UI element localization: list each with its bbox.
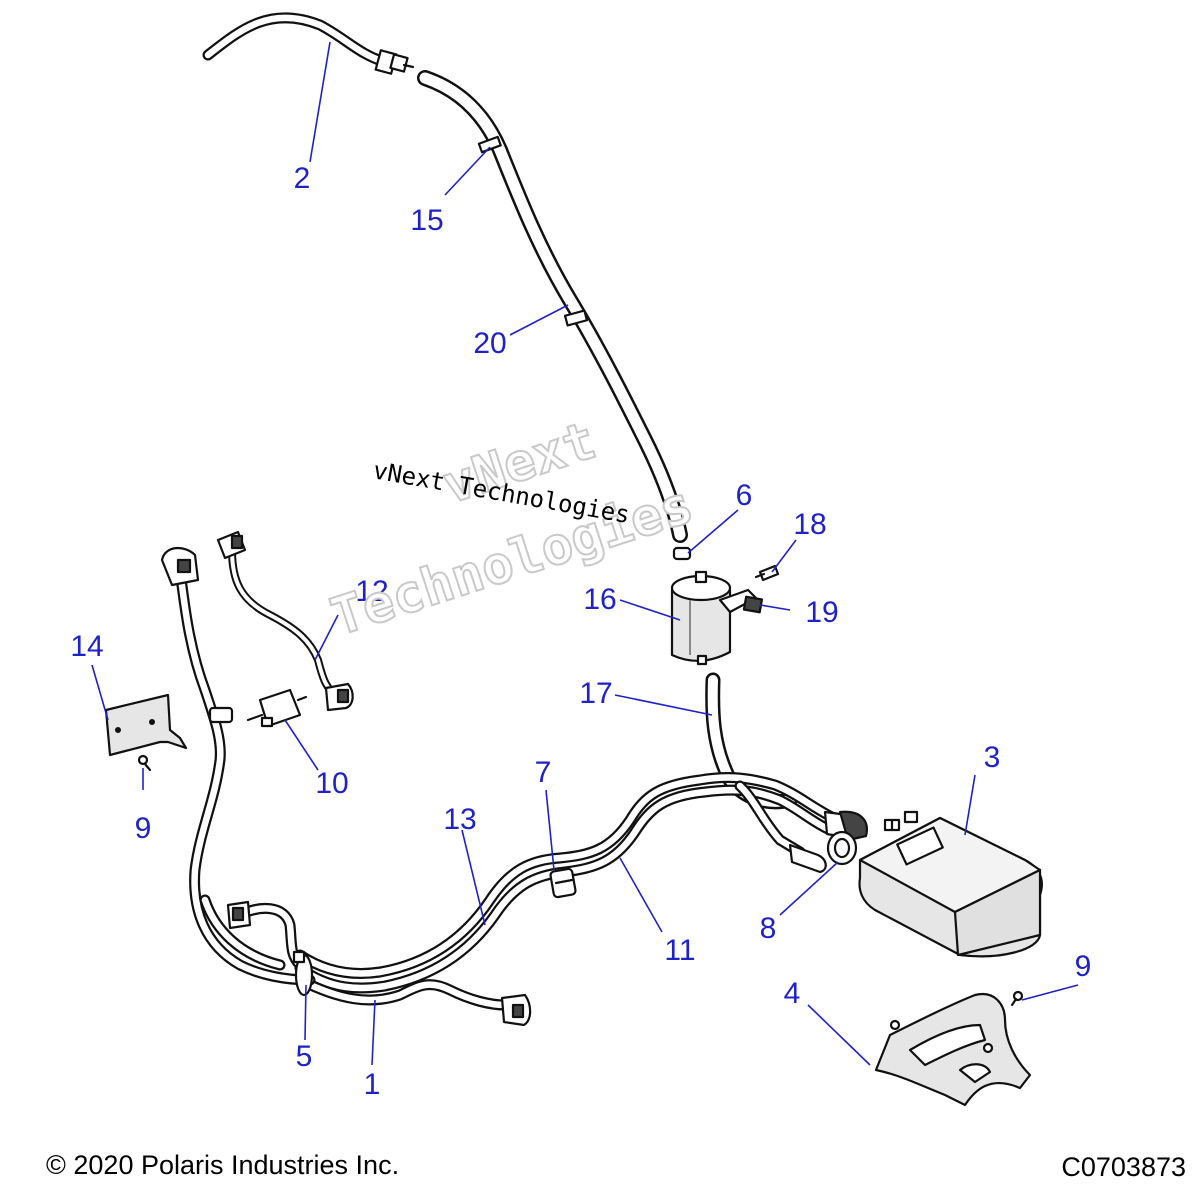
callout-labels: 2 15 20 6 18 16 19 17 3 7 13 11 8 12 10 … xyxy=(70,162,1091,1101)
callout-20: 20 xyxy=(473,327,506,360)
callout-4: 4 xyxy=(784,977,801,1010)
part-7-clamp xyxy=(549,867,577,899)
figure-code: C0703873 xyxy=(1061,1152,1186,1182)
callout-2: 2 xyxy=(294,162,311,195)
callout-15: 15 xyxy=(410,204,443,237)
part-10-valve xyxy=(246,688,308,728)
callout-14: 14 xyxy=(70,630,103,663)
callout-1: 1 xyxy=(364,1068,381,1101)
part-1-line xyxy=(294,974,532,1027)
callout-12: 12 xyxy=(355,575,388,608)
part-3-canister xyxy=(858,810,1043,958)
copyright-notice: © 2020 Polaris Industries Inc. xyxy=(46,1150,400,1180)
callout-17: 17 xyxy=(579,677,612,710)
part-4-plate xyxy=(874,992,1032,1107)
callout-5: 5 xyxy=(296,1040,313,1073)
leader-lines xyxy=(91,41,1079,1066)
callout-10: 10 xyxy=(315,767,348,800)
part-11-13-lines xyxy=(294,772,868,994)
part-15-clamp xyxy=(477,135,502,154)
callout-3: 3 xyxy=(984,741,1001,774)
part-2-vent-hose xyxy=(202,12,415,75)
callout-6: 6 xyxy=(736,479,753,512)
callout-13: 13 xyxy=(443,803,476,836)
part-6-clamp xyxy=(672,546,692,561)
callout-8: 8 xyxy=(760,912,777,945)
plate-screws xyxy=(889,1019,994,1054)
callout-16: 16 xyxy=(583,583,616,616)
callout-18: 18 xyxy=(793,508,826,541)
part-9-screw-left xyxy=(137,754,152,772)
part-8-clamp xyxy=(826,830,858,866)
left-vertical-lines xyxy=(160,547,316,986)
callout-19: 19 xyxy=(805,596,838,629)
callout-9-left: 9 xyxy=(135,812,152,845)
part-12-tube xyxy=(216,530,354,712)
part-14-bracket xyxy=(104,693,188,757)
callout-7: 7 xyxy=(535,756,552,789)
callout-9-right: 9 xyxy=(1075,950,1092,983)
part-20-hose xyxy=(417,70,688,543)
part-9-screw-right xyxy=(1010,990,1024,1007)
part-5-clamp xyxy=(292,950,314,997)
callout-11: 11 xyxy=(664,934,695,967)
part-16-filter xyxy=(670,570,758,666)
part-19-nut xyxy=(742,595,764,614)
